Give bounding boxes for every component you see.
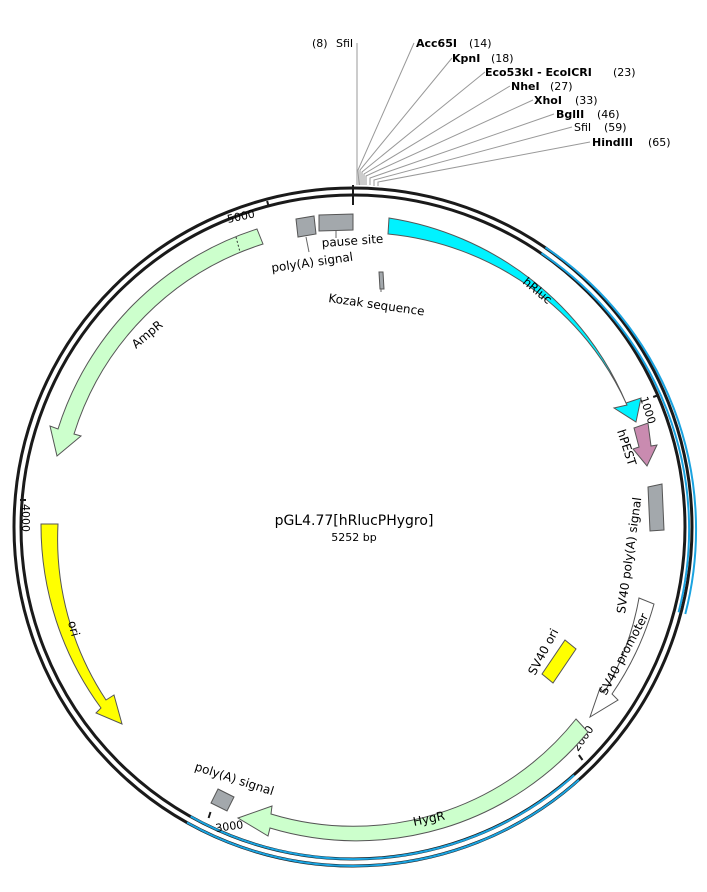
feature-polya-signal-2-box [210,788,235,812]
site-name-label: SfiI [336,37,353,50]
ampr-dotted-divider [235,236,241,253]
orf-arc-hygr-inner [190,774,575,861]
feature-callouts [305,231,382,292]
orf-arc-hrluc-outer [544,246,698,615]
plasmid-length: 5252 bp [331,531,376,544]
polya-1-callout [305,236,310,253]
leader-line-sfii-59 [373,126,573,186]
tick-3000 [207,811,212,819]
tick-label-4000: 4000 [19,504,32,532]
feature-label-hrluc: hRluc [520,275,555,307]
orf-arc-hygr-outer [186,779,580,867]
site-leader-lines [356,42,591,186]
site-name-label: NheI [511,80,540,93]
leader-line-bglii [369,113,555,185]
leader-line-eco53ki [361,71,486,185]
feature-label-polya-signal-1: poly(A) signal [270,250,353,275]
tick-2000 [578,754,584,761]
site-name-label: BglII [556,108,584,121]
feature-pause-site-box [318,213,354,232]
orf-highlights [186,246,698,867]
plasmid-title-group: pGL4.77[hRlucPHygro] 5252 bp [275,513,434,544]
site-pos-label: (18) [491,52,514,65]
restriction-site-labels: (8) SfiI Acc65I (14) KpnI (18) Eco53kI -… [312,37,671,149]
feature-hrluc-arrow [387,217,642,423]
feature-sv40-polya-box [647,483,665,532]
feature-label-sv40-promoter: SV40 promoter [596,611,651,698]
feature-label-polya-signal-2: poly(A) signal [193,760,276,799]
feature-ori-arrow [40,523,123,725]
feature-label-ori: ori [65,619,82,638]
site-pos-label: (8) [312,37,328,50]
site-pos-label: (14) [469,37,492,50]
site-pos-label: (65) [648,136,671,149]
feature-ampr-arrow [49,228,264,457]
site-pos-label: (23) [613,66,636,79]
feature-hygr-arrow [236,718,589,842]
feature-label-kozak: Kozak sequence [328,291,426,318]
site-name-label: XhoI [534,94,562,107]
site-name-label: Acc65I [416,37,457,50]
tick-5000 [266,200,270,208]
feature-label-pause-site: pause site [321,232,384,250]
leader-line-xhoi [365,99,534,185]
site-name-label: SfiI [574,121,591,134]
plasmid-name: pGL4.77[hRlucPHygro] [275,513,434,529]
features [40,213,665,842]
site-pos-label: (59) [604,121,627,134]
site-pos-label: (33) [575,94,598,107]
feature-kozak-box [378,271,385,290]
leader-line-kpni [359,57,453,185]
site-name-label: KpnI [452,52,480,65]
site-pos-label: (46) [597,108,620,121]
feature-hpest-arrow [632,422,658,467]
site-pos-label: (27) [550,80,573,93]
feature-label-hygr: HygR [412,809,446,829]
leader-line-acc65i [357,42,415,186]
site-name-label: Eco53kI - EcoICRI [485,66,592,79]
feature-label-sv40-polya: SV40 poly(A) signal [614,496,644,614]
site-name-label: HindIII [592,136,633,149]
leader-line-nhei [363,85,511,185]
leader-line-hindiii [377,141,591,186]
orf-arc-hrluc-inner [540,252,691,613]
tick-label-5000: 5000 [226,207,256,226]
tick-label-3000: 3000 [215,818,245,835]
tick-marks [20,185,660,819]
feature-sv40-promoter-arrow [589,597,655,719]
feature-polya-signal-1-box [295,215,317,238]
tick-1000 [652,394,660,398]
feature-sv40-ori-box [541,639,577,684]
